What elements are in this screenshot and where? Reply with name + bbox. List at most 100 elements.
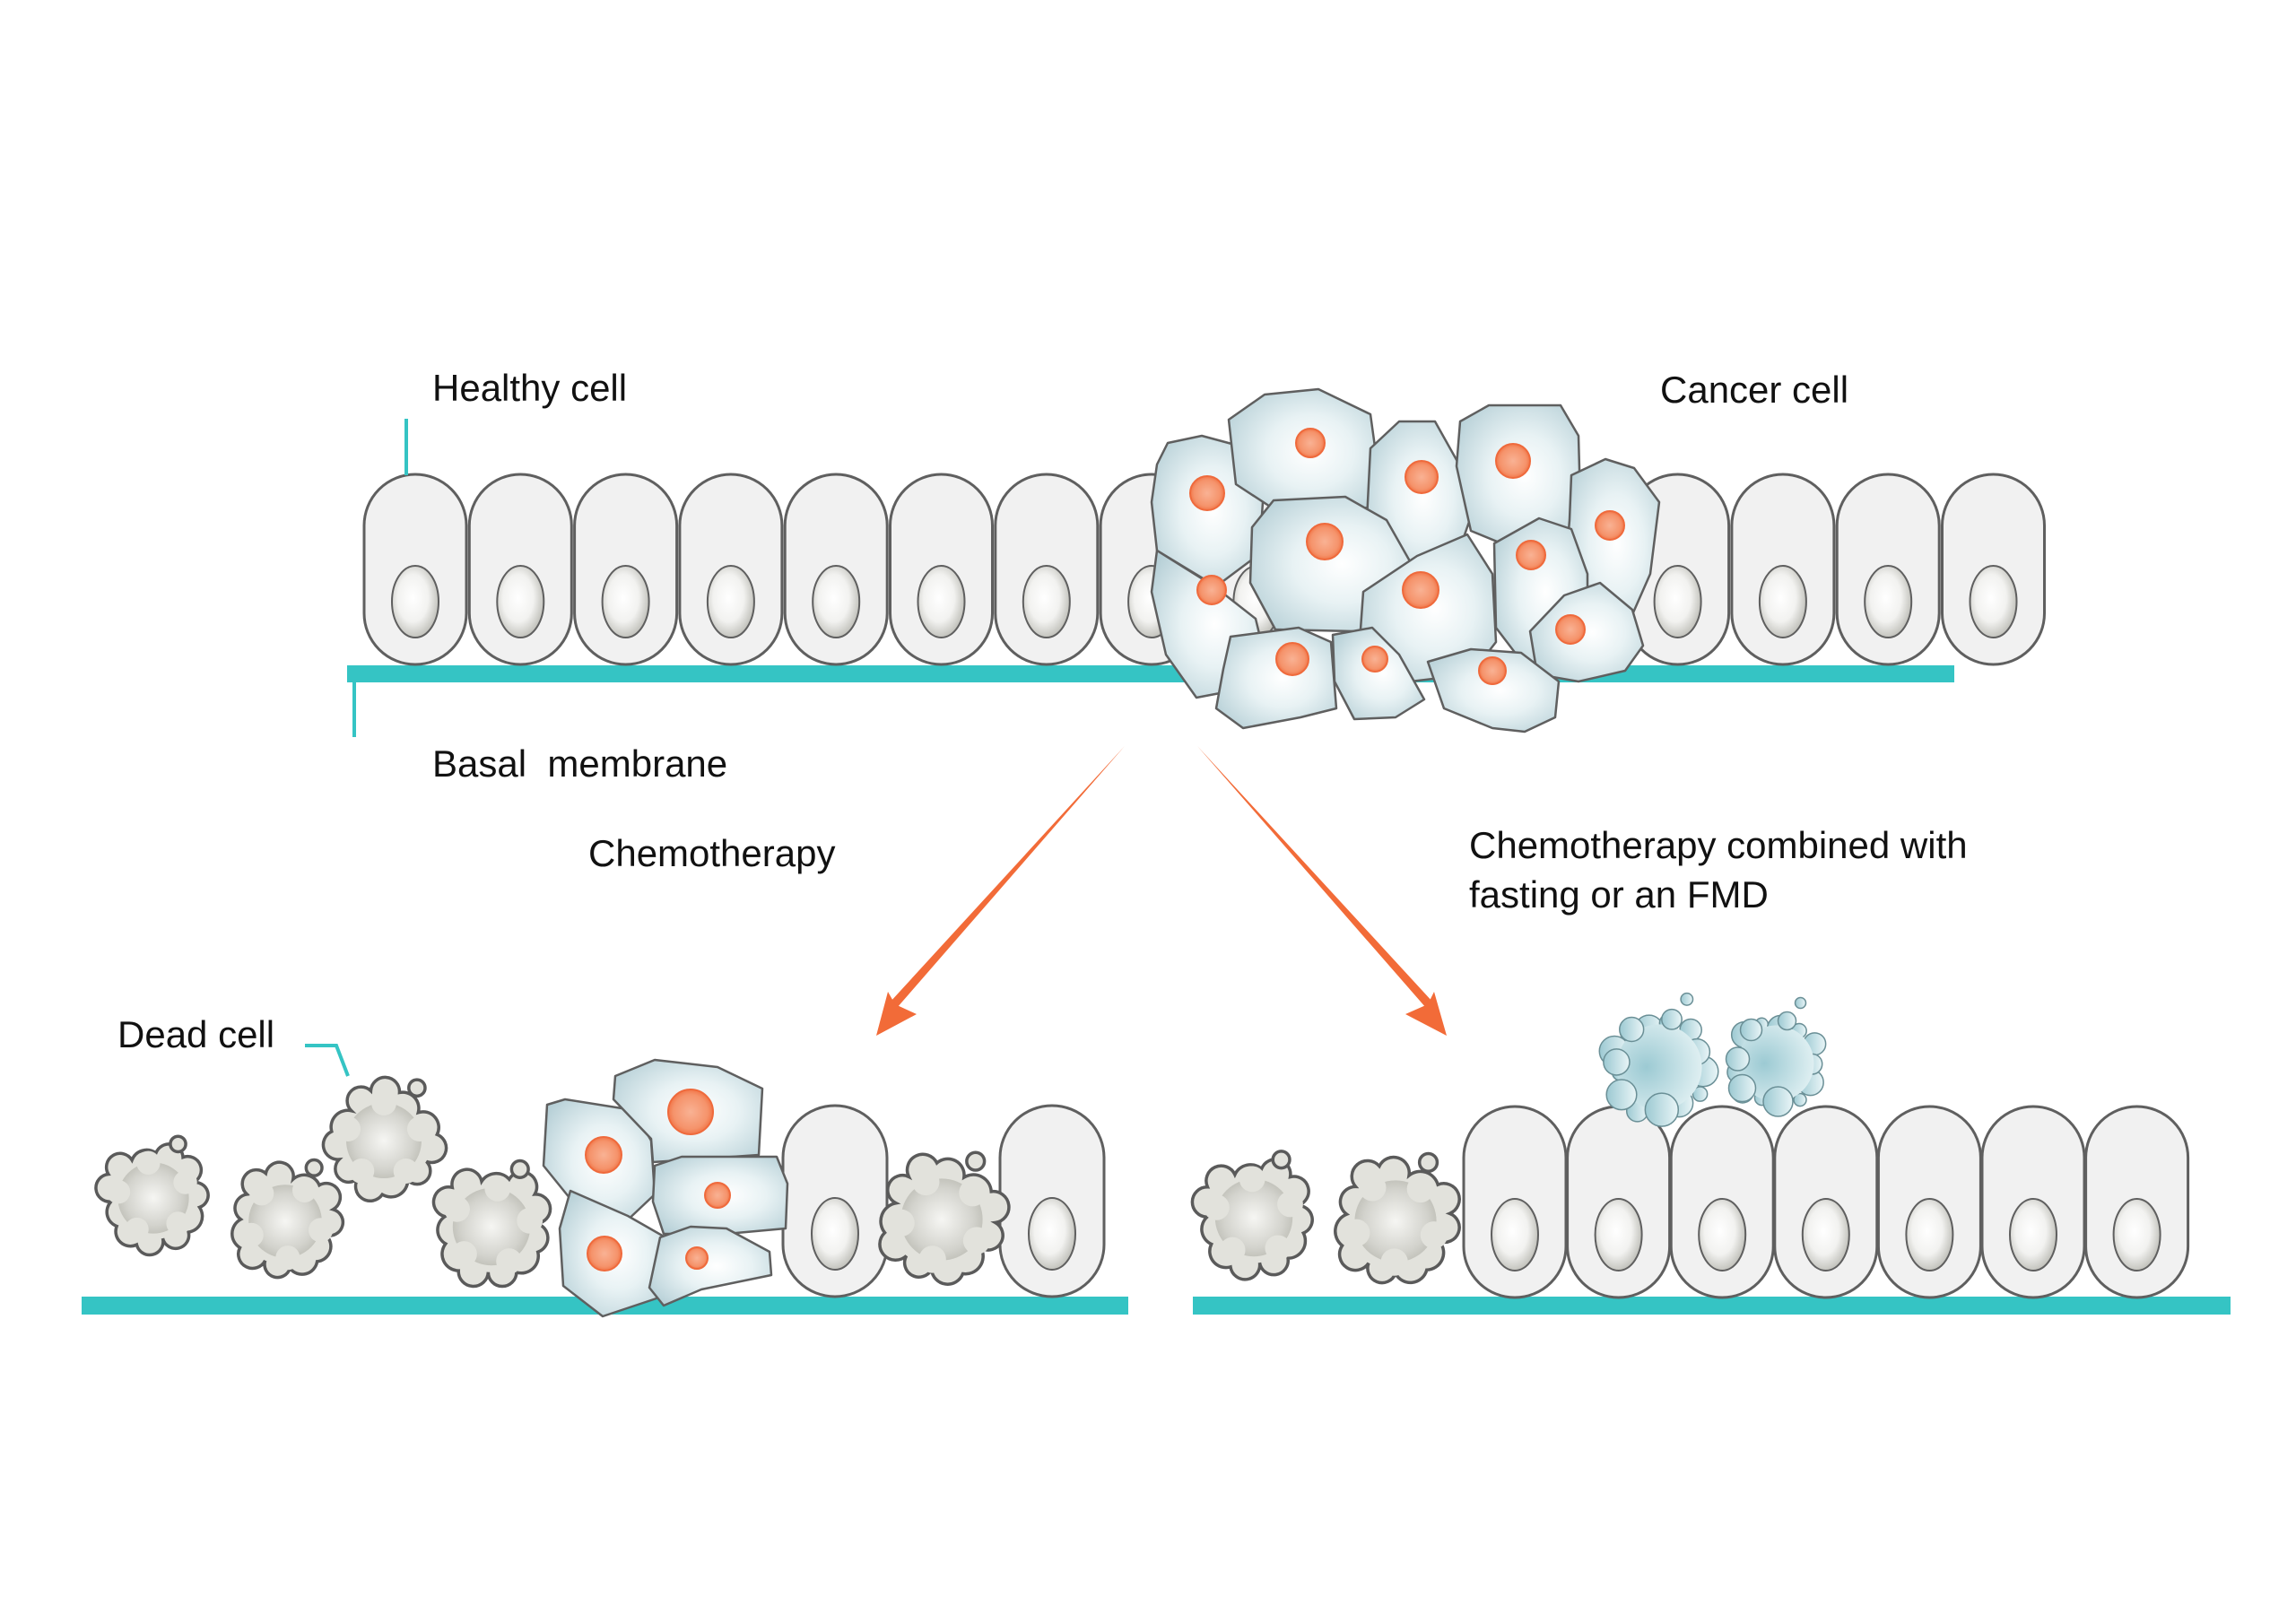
cancer-nucleus [1275, 642, 1309, 676]
dead-cell-bud [1417, 1151, 1439, 1174]
cancer-cell [558, 1189, 667, 1318]
nucleus [812, 565, 861, 638]
dead-cells-bottom-left [94, 1075, 1011, 1289]
dead-cell [431, 1159, 552, 1289]
healthy-cell [573, 473, 679, 666]
apoptotic-cancer-cell [1725, 996, 1827, 1117]
label-cancer-cell: Cancer cell [1660, 369, 1848, 411]
nucleus [811, 1197, 859, 1271]
healthy-cells-bottom-left [781, 1104, 1106, 1298]
scene-initial: Healthy cell Cancer cell Basal membrane [347, 367, 2046, 785]
dead-cell-lobe [136, 1150, 161, 1176]
dead-cell-bud [169, 1134, 187, 1154]
dead-cell-lobe [1219, 1237, 1246, 1263]
cancer-nucleus [1595, 510, 1625, 541]
healthy-cell [783, 473, 889, 666]
apoptotic-bleb [1605, 1079, 1638, 1111]
nucleus [1801, 1198, 1850, 1271]
dead-cell-lobe [496, 1248, 522, 1274]
apoptotic-bleb [1619, 1016, 1645, 1043]
apoptotic-bleb [1794, 996, 1807, 1010]
nucleus [1594, 1198, 1643, 1271]
nucleus [1864, 565, 1913, 638]
dead-cell-lobe [371, 1090, 397, 1115]
cancer-cell-body [1214, 626, 1338, 730]
dead-cell-lobe [173, 1170, 197, 1194]
dead-cell-bud [509, 1159, 530, 1179]
nucleus [1028, 1197, 1076, 1271]
dead-cell-bud [1271, 1150, 1292, 1170]
healthy-cell [1835, 473, 1941, 666]
cancer-cell [1227, 387, 1379, 516]
cancer-cell [612, 1058, 764, 1164]
label-dead-cell: Dead cell [117, 1013, 274, 1055]
arrow-right-head [1405, 992, 1447, 1036]
dead-cell-lobe [1277, 1191, 1303, 1218]
dead-cell [1334, 1151, 1461, 1285]
healthy-cell [889, 473, 994, 666]
cancer-cell [648, 1225, 773, 1307]
dead-cells-bottom-right [1190, 1150, 1461, 1285]
arrow-right-shaft [1197, 746, 1433, 1008]
tumor-cluster [1150, 387, 1661, 733]
dead-cell-leader-line [305, 1044, 350, 1077]
apoptotic-core [1737, 1025, 1814, 1102]
dead-cell-lobe [291, 1177, 317, 1202]
dead-cell [230, 1158, 345, 1280]
dead-cell-lobe [444, 1195, 470, 1222]
dead-cell-lobe [335, 1115, 361, 1141]
scene-chemo-plus-fasting [1190, 992, 2231, 1315]
healthy-cell [467, 473, 573, 666]
dead-cell-lobe [517, 1207, 544, 1234]
dead-cell [94, 1134, 210, 1257]
cancer-nucleus [1189, 475, 1225, 511]
dead-cell-lobe [1420, 1221, 1448, 1249]
dead-cell-lobe [1265, 1235, 1292, 1262]
dead-cell-lobe [484, 1175, 511, 1202]
healthy-cell [1876, 1105, 1982, 1299]
nucleus [496, 565, 545, 638]
healthy-cell [2084, 1105, 2190, 1299]
cancer-nucleus [1306, 523, 1344, 560]
dead-cell-bud [407, 1078, 427, 1098]
cancer-nucleus [1295, 428, 1326, 458]
cancer-cell [1331, 626, 1426, 721]
dead-cell-lobe [406, 1116, 432, 1142]
dead-cell-lobe [1380, 1248, 1408, 1276]
label-chemotherapy: Chemotherapy [588, 832, 835, 874]
dead-cell-lobe [308, 1218, 334, 1243]
dead-cell-lobe [451, 1241, 477, 1267]
dead-cell-lobe [393, 1159, 419, 1185]
nucleus [601, 565, 650, 638]
label-basal-membrane: Basal membrane [432, 742, 727, 785]
dead-cell-lobe [275, 1245, 300, 1271]
healthy-cell [1773, 1105, 1879, 1299]
dead-cell-lobe [1203, 1194, 1230, 1220]
dead-cell-lobe [1239, 1166, 1265, 1193]
dead-cell-bud [965, 1150, 987, 1172]
cancer-cell-body [1331, 626, 1426, 721]
cancer-nucleus [1402, 571, 1439, 609]
basal-membrane-bottom-right [1193, 1297, 2231, 1315]
apoptotic-core [1616, 1024, 1702, 1110]
dead-cell-lobe [1359, 1174, 1387, 1202]
healthy-cell [1941, 473, 2046, 666]
dead-cell-lobe [912, 1167, 940, 1196]
dead-cell-lobe [239, 1222, 264, 1247]
apoptotic-bleb [1603, 1048, 1631, 1076]
dead-cell-lobe [962, 1227, 991, 1254]
healthy-cell [678, 473, 784, 666]
cancer-nucleus [704, 1182, 731, 1209]
dead-cell [878, 1150, 1011, 1286]
arrow-chemotherapy [876, 746, 1125, 1036]
cancer-nucleus [1196, 575, 1227, 605]
cancer-cell [1214, 626, 1338, 730]
label-combined-line2: fasting or an FMD [1469, 873, 1769, 916]
apoptotic-bleb [1692, 1086, 1709, 1102]
nucleus [1653, 565, 1702, 638]
cancer-nucleus [585, 1136, 622, 1174]
apoptotic-bleb [1644, 1092, 1680, 1127]
healthy-cell [781, 1104, 889, 1298]
apoptotic-bleb [1793, 1092, 1807, 1107]
